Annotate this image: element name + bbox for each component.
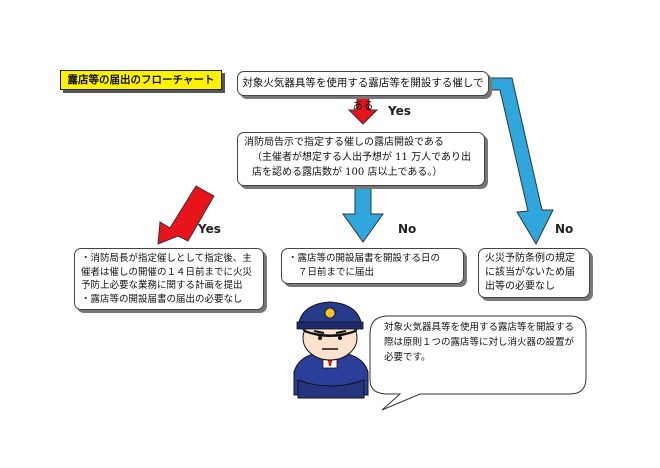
no-label-right: No: [555, 222, 574, 236]
designated-event-criteria: （主催者が想定する人出予想が 11 万人であり出店を認める露店数が 100 店以…: [252, 152, 471, 178]
flowchart-title: 露店等の届出のフローチャート: [60, 70, 222, 90]
notification-outcome-line: ・露店等の開設届書を開設する日の: [288, 253, 441, 264]
designated-event-box: 消防局告示で指定する催しの露店開設である （主催者が想定する人出予想が 11 万…: [237, 132, 485, 186]
firefighter-mascot-icon: [293, 301, 369, 399]
blue-bent-arrow-icon: [488, 77, 554, 246]
yes-label-left: Yes: [198, 222, 221, 236]
no-notification-box: 火災予防条例の規定に該当がないため届出等の必要なし: [478, 248, 590, 298]
no-label-center: No: [398, 222, 417, 236]
notification-outcome-line: ７日前までに届出: [298, 267, 375, 278]
speech-bubble-text: 対象火気器具等を使用する露店等を開設する際は原則１つの露店等に対し消火器の設置が…: [384, 322, 575, 363]
notification-outcome-box: ・露店等の開設届書を開設する日の ７日前までに届出: [281, 248, 464, 284]
designated-outcome-item: ・消防局長が指定催しとして指定後、主催者は催しの開催の１４日前までに火災予防上必…: [81, 253, 253, 291]
red-down-arrow-icon: [347, 95, 379, 125]
designated-outcome-item: ・露店等の開設届書の届出の必要なし: [81, 293, 243, 305]
red-diagonal-arrow-icon: [157, 185, 215, 245]
blue-down-arrow-icon: [342, 187, 384, 243]
designated-event-question: 消防局告示で指定する催しの露店開設である: [244, 137, 444, 148]
designated-outcome-box: ・消防局長が指定催しとして指定後、主催者は催しの開催の１４日前までに火災予防上必…: [74, 248, 264, 310]
yes-label-top: Yes: [388, 104, 411, 118]
speech-bubble: [369, 315, 587, 411]
start-condition-box: 対象火気器具等を使用する露店等を開設する催しである: [237, 71, 489, 112]
